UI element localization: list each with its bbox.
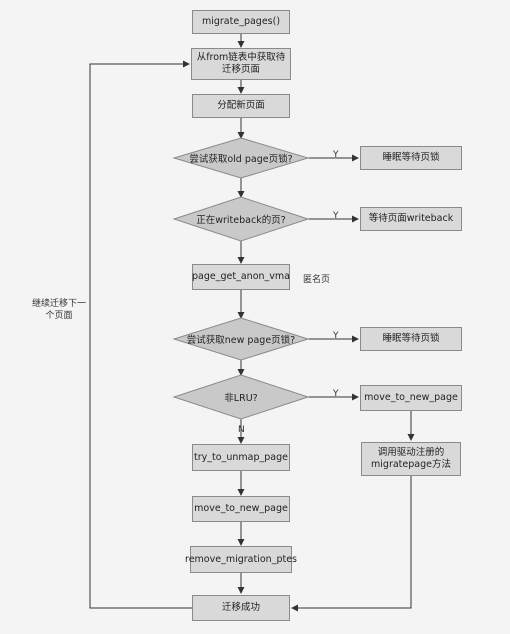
node-get-page: 从from链表中获取待迁移页面: [191, 48, 291, 80]
label-yes-4: Y: [333, 389, 339, 399]
decision-lock-new-label: 尝试获取new page页锁?: [186, 335, 296, 346]
node-alloc-page: 分配新页面: [192, 94, 290, 118]
node-migrate-pages: migrate_pages(): [192, 10, 290, 34]
node-success: 迁移成功: [192, 595, 290, 621]
label-no: N: [238, 425, 245, 435]
decision-non-lru: [172, 374, 310, 420]
edge-loop-back: [89, 60, 192, 609]
label-yes-3: Y: [333, 331, 339, 341]
node-move-new: move_to_new_page: [192, 496, 290, 522]
node-driver-migrate: 调用驱动注册的migratepage方法: [361, 442, 461, 476]
node-move-new-right: move_to_new_page: [360, 385, 462, 411]
node-sleep-wait-1: 睡眠等待页锁: [360, 146, 462, 170]
label-anon: 匿名页: [303, 275, 331, 285]
label-yes-1: Y: [333, 150, 339, 160]
node-unmap: try_to_unmap_page: [192, 444, 290, 471]
node-remove-ptes: remove_migration_ptes: [185, 546, 297, 573]
decision-lock-old: [172, 137, 310, 179]
edge-driver-to-success: [291, 476, 412, 612]
node-anon-vma: page_get_anon_vma: [192, 264, 290, 290]
decision-writeback-label: 正在writeback的页?: [196, 215, 286, 226]
decision-non-lru-label: 非LRU?: [224, 393, 258, 404]
label-yes-2: Y: [333, 211, 339, 221]
label-loop: 继续迁移下一个页面: [31, 299, 86, 321]
decision-lock-new: [172, 317, 310, 361]
decision-writeback: [172, 196, 310, 242]
node-sleep-wait-2: 睡眠等待页锁: [360, 327, 462, 351]
decision-lock-old-label: 尝试获取old page页锁?: [189, 154, 293, 165]
node-wait-writeback: 等待页面writeback: [360, 207, 462, 231]
